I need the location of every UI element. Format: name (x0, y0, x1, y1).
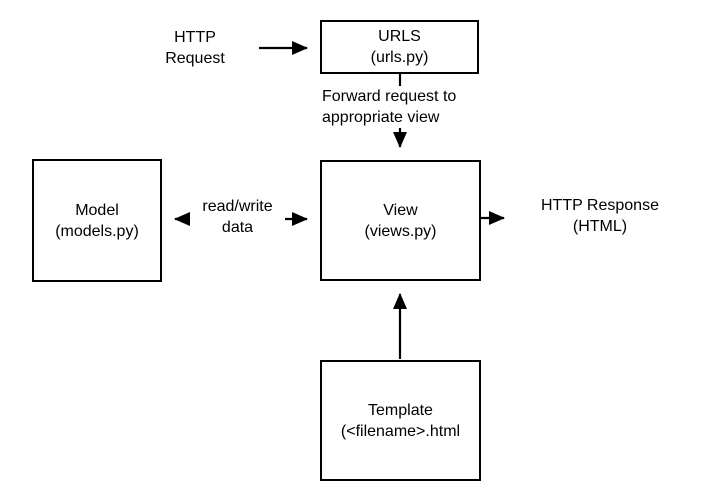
label-http-response-line2: (HTML) (572, 218, 628, 235)
node-urls-subtitle: (urls.py) (370, 49, 429, 66)
node-model-title: Model (75, 201, 119, 219)
node-template-title: Template (368, 401, 433, 419)
node-model: Model (models.py) (32, 159, 162, 282)
label-read-write-data: read/write data (190, 196, 285, 238)
node-template-subtitle: (<filename>.html (340, 422, 461, 440)
label-http-response: HTTP Response (HTML) (518, 195, 682, 237)
label-read-write-data-line1: read/write (202, 198, 273, 215)
label-http-request-line1: HTTP (174, 29, 216, 46)
label-http-request: HTTP Request (145, 27, 245, 69)
label-forward-request-line1: Forward request to (322, 88, 457, 105)
node-model-subtitle: (models.py) (55, 222, 139, 240)
label-read-write-data-line2: data (221, 219, 254, 236)
node-template: Template (<filename>.html (320, 360, 481, 481)
node-view-title: View (383, 201, 418, 219)
label-forward-request-line2: appropriate view (322, 109, 440, 126)
node-urls: URLS (urls.py) (320, 20, 479, 74)
label-http-response-line1: HTTP Response (541, 197, 659, 214)
node-view-subtitle: (views.py) (364, 222, 437, 240)
node-urls-title: URLS (378, 28, 421, 45)
label-forward-request: Forward request to appropriate view (322, 86, 487, 128)
node-view: View (views.py) (320, 160, 481, 281)
label-http-request-line2: Request (165, 50, 225, 67)
